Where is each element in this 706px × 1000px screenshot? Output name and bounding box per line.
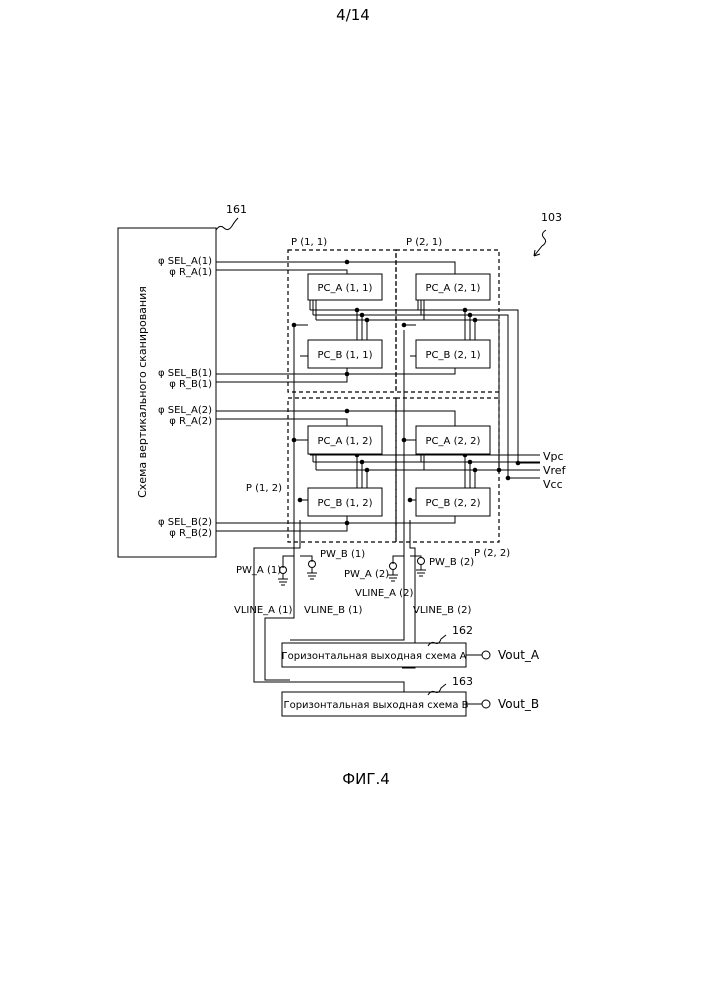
vout-a-label: Vout_A [498, 648, 540, 662]
pixel-label-p22: P (2, 2) [474, 548, 510, 559]
pixel-box-p21 [396, 250, 499, 392]
source-label-pwb1: PW_B (1) [320, 549, 365, 560]
figure-caption: ФИГ.4 [342, 770, 390, 788]
vout-a-terminal-icon [482, 651, 490, 659]
pixel-label-p11: P (1, 1) [291, 237, 327, 248]
signal-sel-a1: φ SEL_A(1) [158, 256, 212, 267]
pixel-box-p11 [288, 250, 396, 392]
cell-pc-b-2-1-label: PC_B (2, 1) [426, 350, 481, 361]
ref-161: 161 [226, 203, 247, 216]
vline-label-b1: VLINE_B (1) [304, 605, 362, 616]
signal-r-b2: φ R_B(2) [169, 528, 212, 539]
cell-pc-b-1-1-label: PC_B (1, 1) [318, 350, 373, 361]
vout-b-terminal-icon [482, 700, 490, 708]
cell-pc-a-2-2-label: PC_A (2, 2) [426, 436, 481, 447]
horizontal-output-b-label: Горизонтальная выходная схема B [283, 700, 468, 711]
ref-103-leader [534, 230, 546, 256]
ref-163: 163 [452, 675, 473, 688]
pixel-label-p21: P (2, 1) [406, 237, 442, 248]
vline-label-a1: VLINE_A (1) [234, 605, 292, 616]
vline-label-b2: VLINE_B (2) [413, 605, 471, 616]
page-number: 4/14 [336, 6, 370, 24]
vline-label-a2: VLINE_A (2) [355, 588, 413, 599]
power-rails [310, 300, 540, 492]
signal-r-a2: φ R_A(2) [169, 416, 212, 427]
cell-pc-a-1-2-label: PC_A (1, 2) [318, 436, 373, 447]
signal-r-a1: φ R_A(1) [169, 267, 212, 278]
signal-sel-a2: φ SEL_A(2) [158, 405, 212, 416]
horizontal-output-a-label: Горизонтальная выходная схема А [282, 651, 467, 662]
ref-161-leader [216, 218, 238, 230]
cell-pc-a-1-1-label: PC_A (1, 1) [318, 283, 373, 294]
source-label-pwb2: PW_B (2) [429, 557, 474, 568]
ref-103: 103 [541, 211, 562, 224]
cell-pc-b-1-2-label: PC_B (1, 2) [318, 498, 373, 509]
cell-pc-a-2-1-label: PC_A (2, 1) [426, 283, 481, 294]
ref-162: 162 [452, 624, 473, 637]
vertical-scan-label: Схема вертикального сканирования [136, 286, 149, 498]
rail-label-vpc: Vpc [543, 450, 564, 463]
current-source-pwb2-icon [418, 558, 425, 565]
rail-label-vref: Vref [543, 464, 567, 477]
source-label-pwa2: PW_A (2) [344, 569, 389, 580]
source-label-pwa1: PW_A (1) [236, 565, 281, 576]
signal-sel-b1: φ SEL_B(1) [158, 368, 212, 379]
signal-r-b1: φ R_B(1) [169, 379, 212, 390]
rail-label-vcc: Vcc [543, 478, 563, 491]
signal-sel-b2: φ SEL_B(2) [158, 517, 212, 528]
vout-b-label: Vout_B [498, 697, 539, 711]
cell-pc-b-2-2-label: PC_B (2, 2) [426, 498, 481, 509]
pixel-label-p12: P (1, 2) [246, 483, 282, 494]
